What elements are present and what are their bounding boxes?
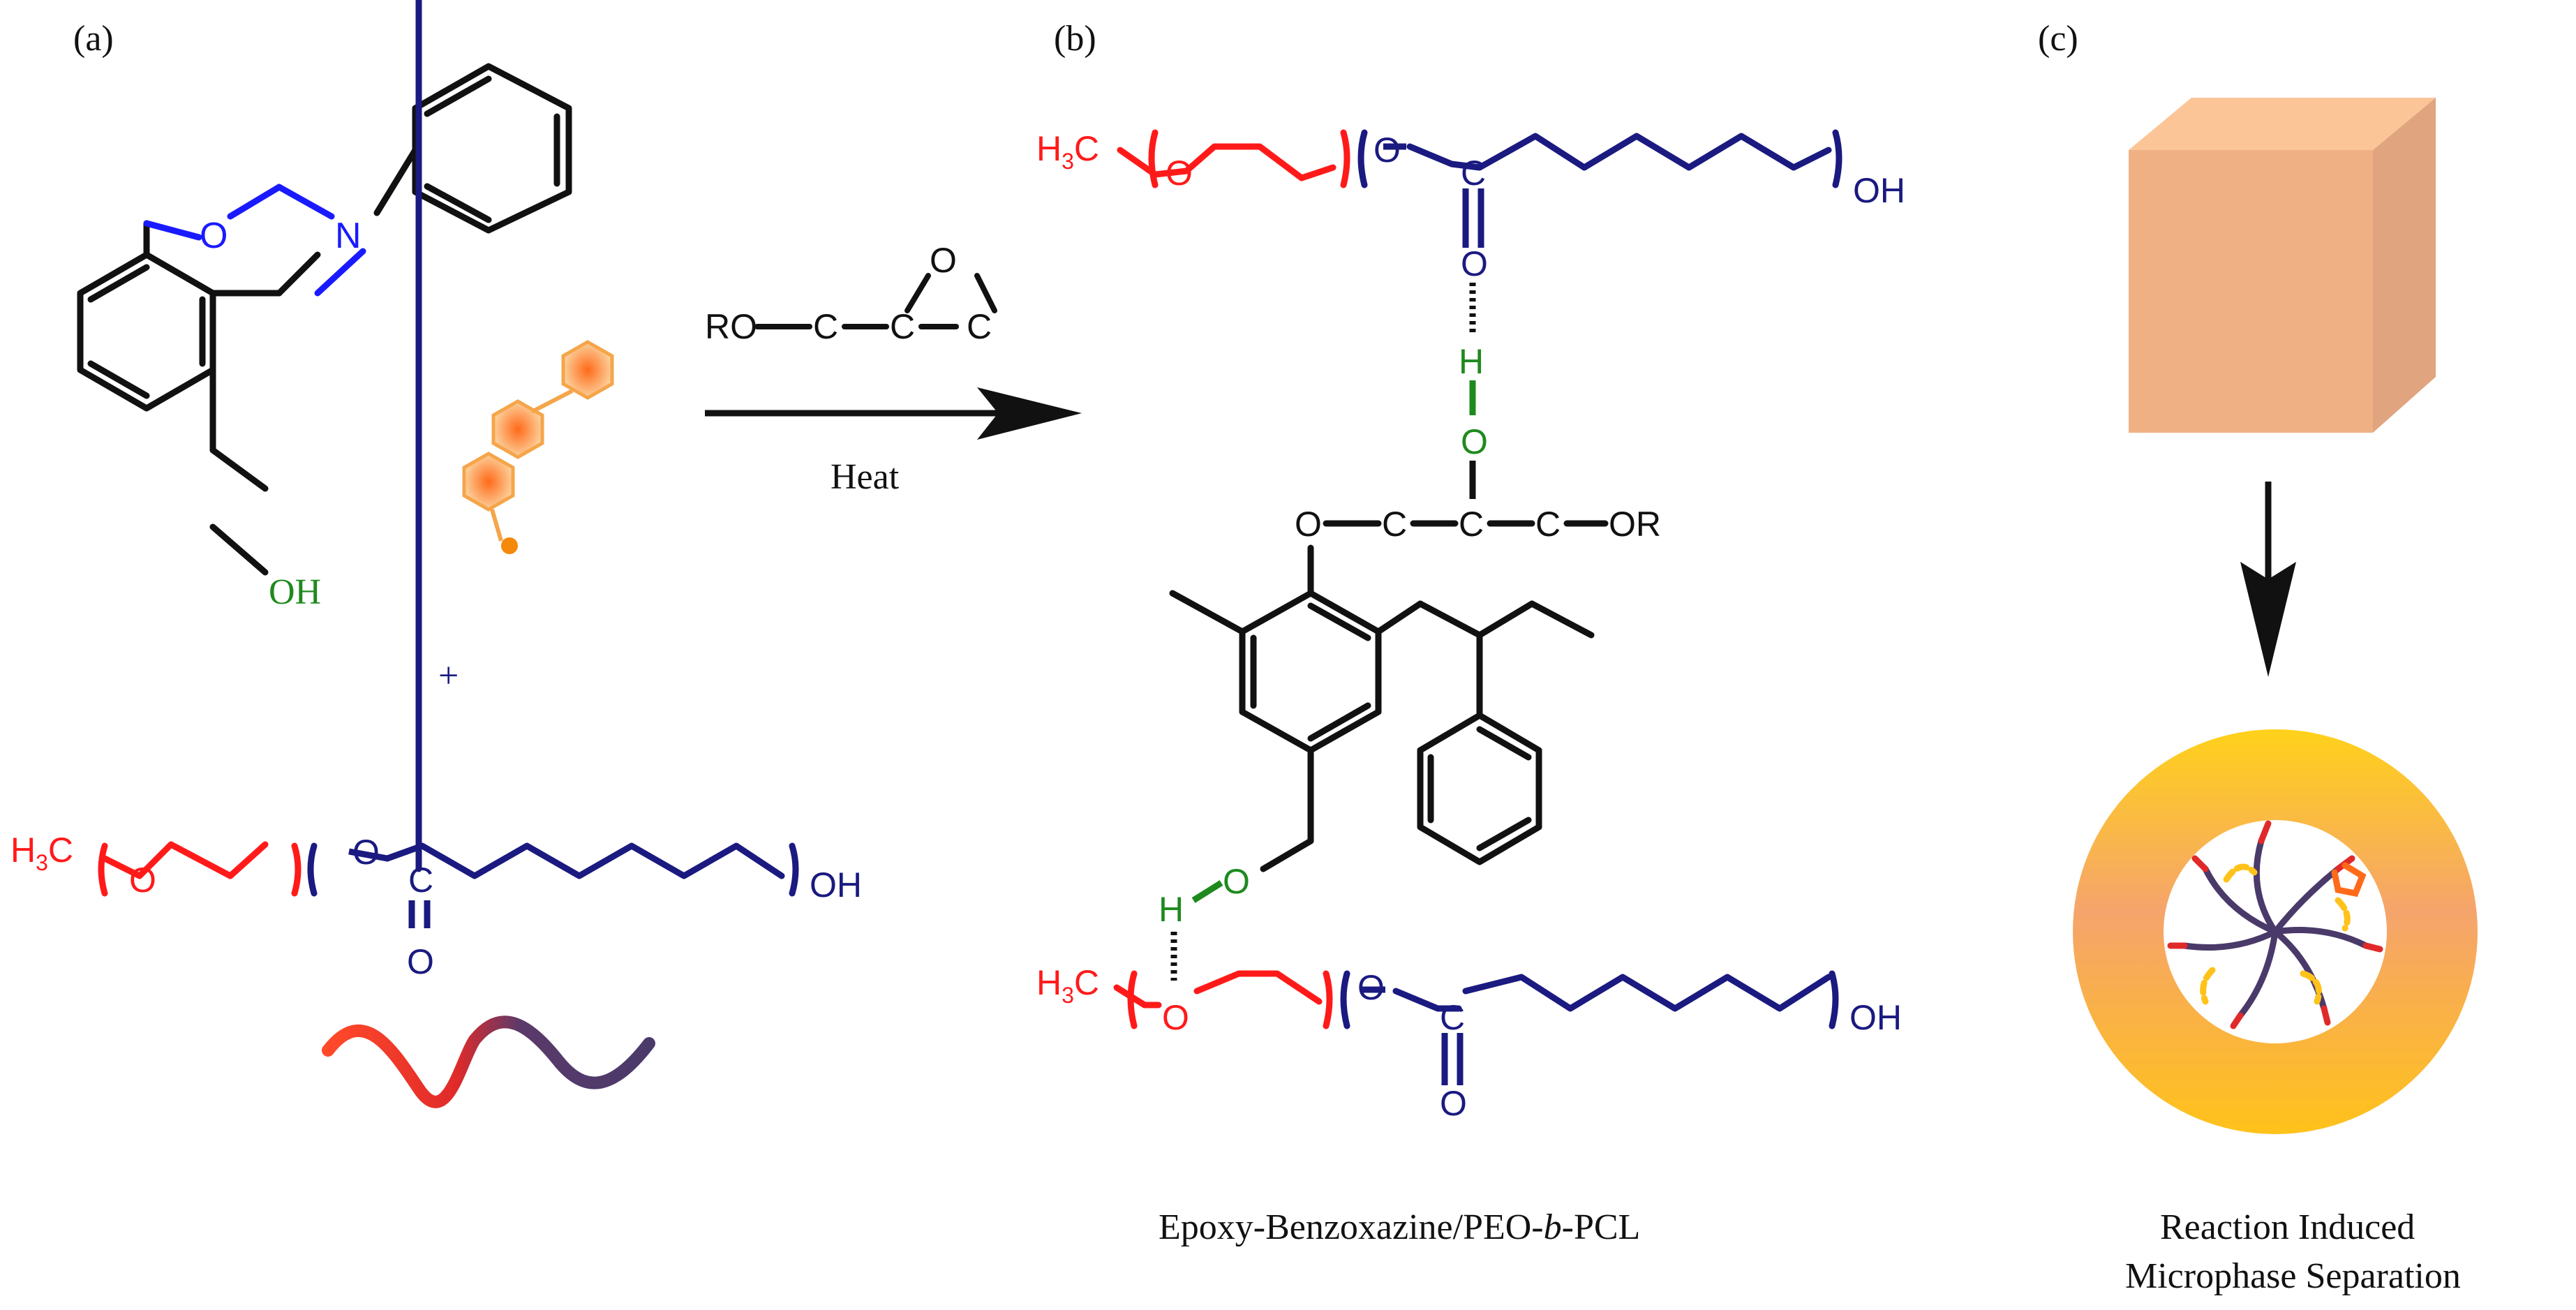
down-arrow (2240, 482, 2296, 677)
plus-sign: + (438, 656, 459, 696)
reagent-c3: C (967, 307, 992, 346)
reaction-arrow (705, 387, 1082, 440)
pcl-o-b-bottom: O (1357, 968, 1385, 1007)
panel-label-b: (b) (1054, 19, 1096, 59)
product-aromatic-core (1169, 544, 1595, 872)
atom-o-lower: O (1223, 862, 1250, 901)
peo-pcl-copolymer-b-top (1117, 129, 1842, 188)
peo-o-b-bottom: O (1162, 998, 1189, 1037)
atom-n-oxazine: N (335, 216, 362, 256)
atom-oh-monomer: OH (269, 572, 321, 612)
pcl-co-o-b-bottom: O (1440, 1084, 1467, 1123)
peo-pcl-copolymer-a (98, 0, 799, 897)
reagent-o: O (930, 241, 957, 280)
panel-label-c: (c) (2038, 19, 2078, 59)
pcl-o-a: O (352, 833, 380, 872)
hexagon-chain-icon (462, 340, 614, 554)
atom-o-oxazine: O (200, 216, 228, 256)
phenyl-inner-bonds (424, 75, 560, 223)
caption-b: Epoxy-Benzoxazine/PEO-b-PCL (1159, 1207, 1640, 1247)
h3c-b-bottom: H3C (1036, 963, 1099, 1008)
chain-or: OR (1609, 505, 1661, 544)
chain-c3: C (1535, 505, 1561, 544)
peo-o-b-top: O (1166, 154, 1193, 193)
h3c-a: H3C (10, 831, 73, 875)
benzoxazine-monomer (77, 63, 572, 492)
reaction-condition: Heat (831, 457, 900, 497)
pcl-c-a: C (408, 861, 433, 900)
reagent-epoxide (754, 273, 997, 329)
pcl-c-b-top: C (1461, 154, 1486, 193)
oxazine-heteroatom-bonds (227, 184, 335, 220)
reagent-c2: C (890, 307, 915, 346)
pcl-o-b-top: O (1373, 131, 1401, 170)
chain-o-ether: O (1295, 505, 1322, 544)
micelle-ring-icon (2073, 729, 2478, 1134)
h3c-b-top: H3C (1036, 129, 1099, 174)
pcl-oh-b-bottom: OH (1849, 998, 1902, 1037)
pcl-oh-b-top: OH (1853, 171, 1905, 210)
atom-h-top: H (1459, 342, 1484, 381)
caption-c-line1: Reaction Induced (2160, 1207, 2415, 1247)
block-copolymer-icon (322, 1015, 655, 1108)
reagent-ro: RO (705, 307, 757, 346)
pcl-c-b-bottom: C (1440, 998, 1465, 1037)
pcl-co-o-b-top: O (1461, 244, 1488, 283)
peo-pcl-copolymer-b-bottom (1113, 970, 1839, 1029)
chain-c2: C (1459, 505, 1484, 544)
cube-icon (2129, 98, 2436, 433)
reagent-c1: C (813, 307, 838, 346)
atom-h-lower: H (1159, 890, 1184, 929)
chain-c1: C (1382, 505, 1407, 544)
pcl-oh-a: OH (810, 865, 862, 905)
caption-c-line2: Microphase Separation (2125, 1256, 2461, 1296)
peo-o-a: O (129, 861, 156, 900)
panel-label-a: (a) (73, 19, 114, 59)
atom-o-hydroxyl: O (1461, 422, 1488, 461)
pcl-co-o-a: O (407, 942, 434, 981)
